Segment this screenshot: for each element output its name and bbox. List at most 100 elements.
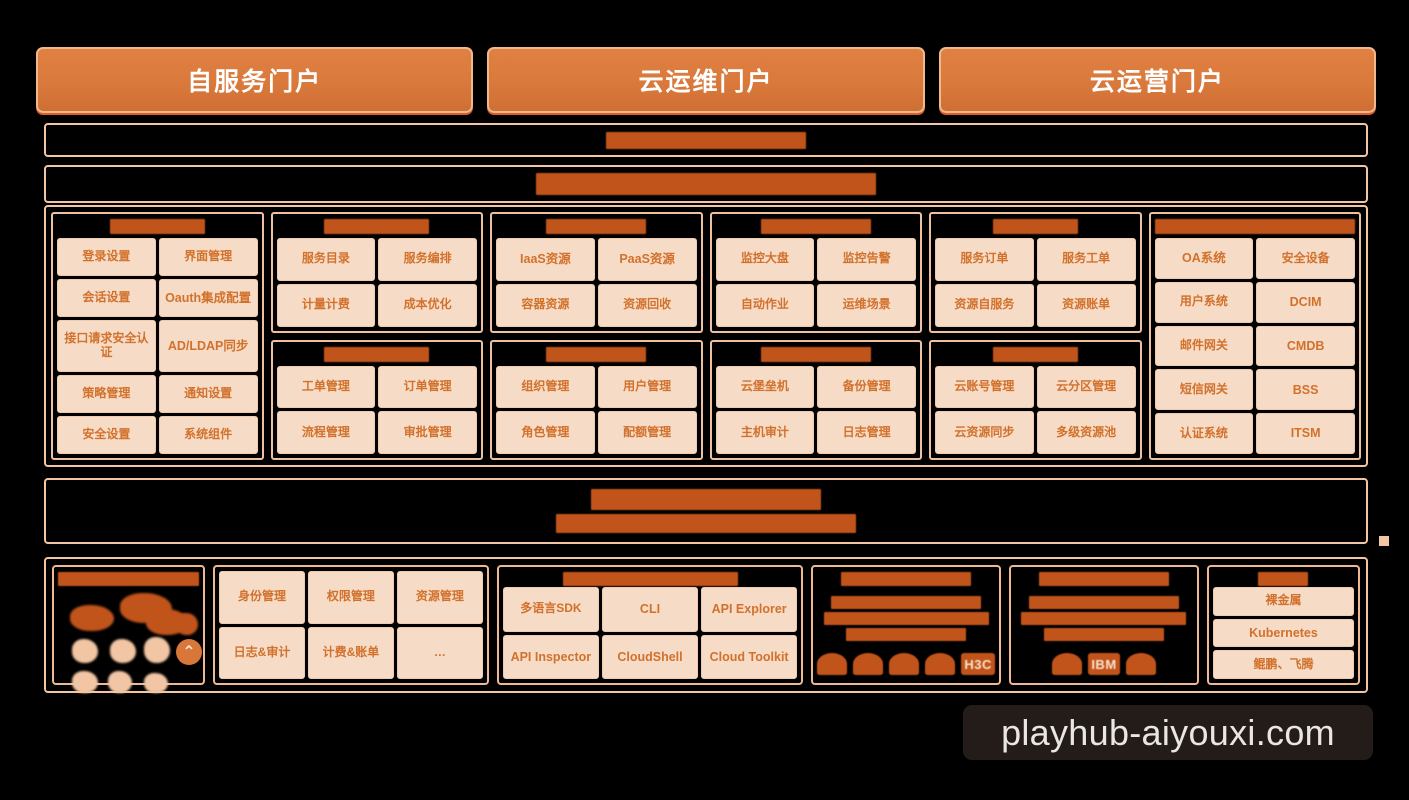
capability-cell[interactable]: 云堡垒机 <box>715 365 815 409</box>
capability-cell[interactable]: AD/LDAP同步 <box>158 320 258 373</box>
capability-cell[interactable]: 接口请求安全认证 <box>57 320 156 373</box>
redacted-text <box>831 595 982 609</box>
capability-cell[interactable]: 订单管理 <box>378 365 477 409</box>
capability-cell[interactable]: 资源回收 <box>597 284 697 327</box>
redacted-text <box>823 611 989 625</box>
redacted-text-line2 <box>556 514 856 533</box>
foundation-cell[interactable]: 鲲鹏、飞腾 <box>1212 650 1354 679</box>
capability-cell[interactable]: IaaS资源 <box>496 238 595 282</box>
capability-cell[interactable]: 资源账单 <box>1036 283 1136 327</box>
capability-cell[interactable]: 运维场景 <box>817 283 916 327</box>
logo-blob-icon <box>108 671 132 693</box>
capability-cell[interactable]: 日志管理 <box>817 411 916 454</box>
capability-cell[interactable]: 安全设置 <box>57 416 156 454</box>
capability-cell[interactable]: 用户管理 <box>597 365 697 409</box>
capability-cell[interactable]: 资源自服务 <box>935 283 1034 327</box>
logo-blob-icon <box>70 605 114 631</box>
foundation-cell[interactable]: Cloud Toolkit <box>701 634 798 679</box>
foundation-cell[interactable]: … <box>396 626 483 679</box>
capability-cell[interactable]: 通知设置 <box>158 375 258 414</box>
panel-body: 云堡垒机备份管理主机审计日志管理 <box>715 365 916 454</box>
foundation-box-2: 身份管理权限管理资源管理日志&审计计费&账单… <box>213 565 489 685</box>
capability-cell[interactable]: ITSM <box>1256 413 1355 454</box>
capability-cell[interactable]: 主机审计 <box>715 411 815 454</box>
capability-cell[interactable]: 计量计费 <box>276 283 376 327</box>
capability-cell[interactable]: PaaS资源 <box>597 238 697 282</box>
capability-cell[interactable]: 系统组件 <box>158 416 258 454</box>
foundation-cell[interactable]: 裸金属 <box>1212 587 1354 616</box>
capability-cell[interactable]: 成本优化 <box>378 283 477 327</box>
redacted-text <box>992 346 1078 362</box>
portal-cloud-ops[interactable]: 云运维门户 <box>487 47 925 113</box>
foundation-cell[interactable]: Kubernetes <box>1212 618 1354 648</box>
capability-cell[interactable]: 自动作业 <box>715 283 815 327</box>
capability-cell[interactable]: 认证系统 <box>1154 413 1254 454</box>
capability-cell[interactable]: 监控告警 <box>817 238 916 281</box>
capability-cell[interactable]: CMDB <box>1256 325 1355 367</box>
capability-cell[interactable]: 邮件网关 <box>1154 325 1254 367</box>
capability-cell[interactable]: 审批管理 <box>378 411 477 454</box>
capability-cell[interactable]: 云账号管理 <box>935 365 1034 409</box>
capability-cell[interactable]: 短信网关 <box>1154 369 1254 411</box>
foundation-cell[interactable]: API Explorer <box>701 587 798 632</box>
logo-blob-icon <box>144 637 170 663</box>
foundation-cell[interactable]: 资源管理 <box>396 571 483 624</box>
capability-cell[interactable]: OA系统 <box>1154 238 1254 279</box>
capability-cell[interactable]: 组织管理 <box>496 365 595 409</box>
capability-cell[interactable]: 安全设备 <box>1256 238 1355 279</box>
capability-cell[interactable]: 登录设置 <box>57 238 156 276</box>
capability-cell[interactable]: 多级资源池 <box>1036 411 1136 454</box>
capability-cell[interactable]: 界面管理 <box>158 238 258 276</box>
capability-panel: 监控大盘监控告警自动作业运维场景 <box>709 212 922 333</box>
panel-body: 监控大盘监控告警自动作业运维场景 <box>715 238 916 327</box>
capability-cell[interactable]: DCIM <box>1256 281 1355 323</box>
foundation-cell[interactable]: 计费&账单 <box>307 626 394 679</box>
capability-panel: 服务订单服务工单资源自服务资源账单 <box>929 212 1142 333</box>
foundation-cell[interactable]: CloudShell <box>601 634 699 679</box>
capability-panel: 云账号管理云分区管理云资源同步多级资源池 <box>929 339 1142 460</box>
capability-panel: 云堡垒机备份管理主机审计日志管理 <box>709 339 922 460</box>
foundation-cell[interactable]: 日志&审计 <box>219 626 305 679</box>
panel-header <box>1154 218 1355 235</box>
portal-cloud-operation[interactable]: 云运营门户 <box>938 47 1376 113</box>
foundation-cell[interactable]: 权限管理 <box>307 571 394 624</box>
capability-cell[interactable]: 监控大盘 <box>715 238 815 281</box>
foundation-cell[interactable]: CLI <box>601 587 699 632</box>
foundation-box-header <box>503 571 797 587</box>
capability-cell[interactable]: 会话设置 <box>57 278 156 318</box>
panel-body: 组织管理用户管理角色管理配额管理 <box>496 365 697 454</box>
portal-self-service[interactable]: 自服务门户 <box>36 47 474 113</box>
panel-header <box>716 346 917 363</box>
capability-cell[interactable]: 备份管理 <box>817 365 916 409</box>
capability-cell[interactable]: 云资源同步 <box>935 411 1034 454</box>
foundation-cell[interactable]: API Inspector <box>502 634 599 679</box>
capability-cell[interactable]: 服务编排 <box>378 238 477 281</box>
capability-cell[interactable]: BSS <box>1256 369 1355 411</box>
partner-logo-cluster: ⌃ <box>58 587 202 693</box>
capability-cell[interactable]: 容器资源 <box>496 284 595 327</box>
capability-cell[interactable]: 服务目录 <box>276 238 376 281</box>
capability-cell[interactable]: 配额管理 <box>597 411 697 454</box>
foundation-cell[interactable]: 身份管理 <box>219 571 305 624</box>
capability-cell[interactable]: 用户系统 <box>1154 281 1254 323</box>
capability-cell[interactable]: 工单管理 <box>276 365 376 409</box>
capability-cell[interactable]: 角色管理 <box>496 411 595 454</box>
capability-cell[interactable]: 云分区管理 <box>1036 365 1136 409</box>
capability-column-2: 服务目录服务编排计量计费成本优化工单管理订单管理流程管理审批管理 <box>270 212 483 460</box>
redacted-text <box>562 572 738 586</box>
foundation-cell[interactable]: 多语言SDK <box>502 587 599 632</box>
vendor-logo-strip: H3C <box>817 649 995 679</box>
capability-cell[interactable]: 流程管理 <box>276 411 376 454</box>
capability-cell[interactable]: 服务工单 <box>1036 238 1136 281</box>
capability-cell[interactable]: Oauth集成配置 <box>158 278 258 318</box>
capability-cell[interactable]: 策略管理 <box>57 375 156 414</box>
foundation-box-header <box>58 571 200 587</box>
capability-cell[interactable]: 服务订单 <box>935 238 1034 281</box>
